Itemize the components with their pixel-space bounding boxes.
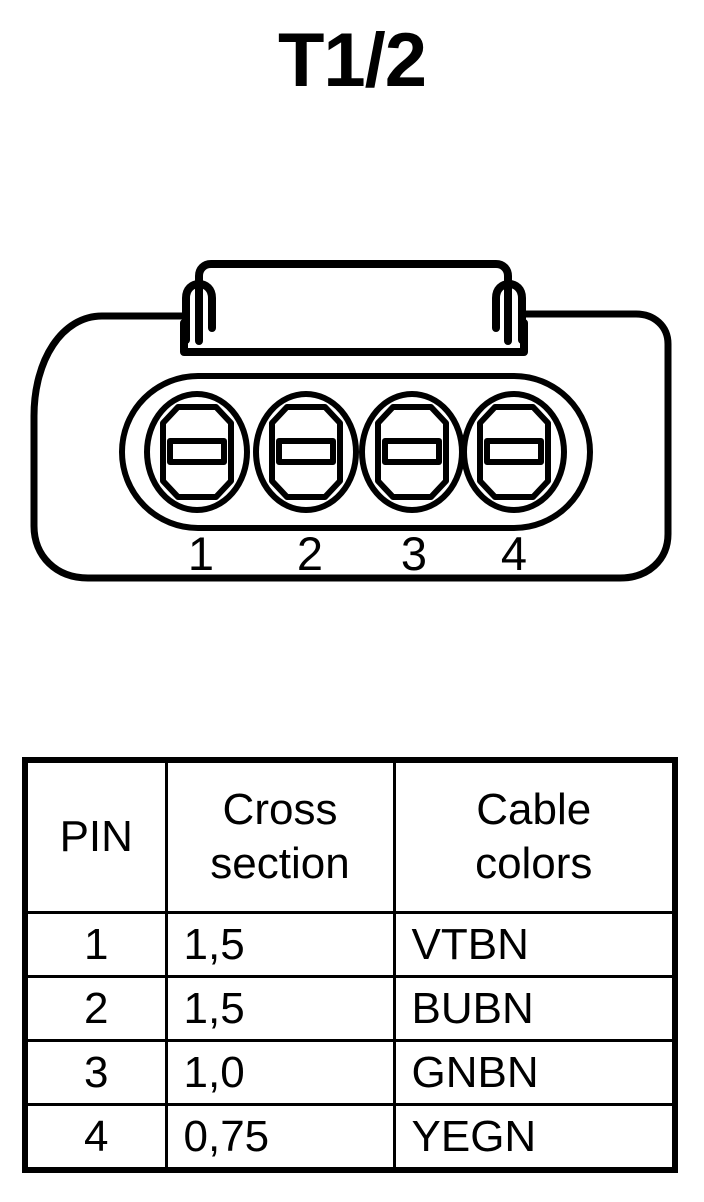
page-title: T1/2 [277, 18, 427, 103]
pin-cavity-4 [461, 391, 567, 513]
pin-label-3: 3 [401, 527, 427, 580]
cell-cable-colors: VTBN [392, 911, 677, 978]
pin-cavity-2-outer-ring [253, 391, 359, 513]
table-row: 3 1,0 GNBN [23, 1039, 677, 1106]
latch-lever [195, 260, 512, 345]
pin-cavity-3-octagon [375, 404, 449, 500]
cell-cross-section: 0,75 [164, 1103, 396, 1172]
column-header-cross-section-line-2: section [210, 839, 350, 888]
connector-svg: 1 2 3 4 [30, 260, 672, 582]
pin-label-1: 1 [188, 527, 214, 580]
pin-cavity-1-outer-ring [144, 391, 250, 513]
pin-cavity-1 [144, 391, 250, 513]
table-header-row: PIN Cross section Cable colors [23, 758, 677, 914]
cell-pin: 4 [23, 1103, 168, 1172]
cell-pin: 3 [23, 1039, 168, 1106]
pin-label-2: 2 [297, 527, 323, 580]
pin-label-4: 4 [501, 527, 527, 580]
cell-pin: 1 [23, 911, 168, 978]
pin-cavity-1-slot [167, 438, 227, 465]
table-row: 1 1,5 VTBN [23, 911, 677, 978]
pin-cavity-4-slot [484, 438, 544, 465]
cell-cable-colors: BUBN [392, 975, 677, 1042]
pin-cavity-4-outer-ring [461, 391, 567, 513]
pin-cavity-2 [253, 391, 359, 513]
pin-cavity-2-slot [276, 438, 336, 465]
pin-cavity-2-octagon [269, 404, 343, 500]
pin-cavity-1-octagon [160, 404, 234, 500]
pin-assignment-table-wrapper: PIN Cross section Cable colors 1 1,5 VTB… [22, 757, 678, 1173]
column-header-cable-colors: Cable colors [392, 758, 677, 914]
column-header-cable-colors-line-2: colors [475, 839, 593, 888]
pin-housing-outline [119, 373, 593, 531]
table-row: 2 1,5 BUBN [23, 975, 677, 1042]
cell-cross-section: 1,0 [164, 1039, 396, 1106]
connector-body-outline [30, 310, 672, 582]
connector-diagram: 1 2 3 4 [0, 248, 704, 593]
column-header-pin-line-1: PIN [59, 812, 133, 861]
cell-cross-section: 1,5 [164, 975, 396, 1042]
cell-pin: 2 [23, 975, 168, 1042]
table-body: 1 1,5 VTBN 2 1,5 BUBN 3 1,0 GNBN 4 0,75 … [23, 911, 677, 1172]
latch-base-bar [180, 319, 528, 356]
cell-cable-colors: YEGN [392, 1103, 677, 1172]
cell-cable-colors: GNBN [392, 1039, 677, 1106]
pin-assignment-table: PIN Cross section Cable colors 1 1,5 VTB… [22, 757, 678, 1173]
latch-hook-right-icon [492, 280, 526, 344]
latch-hook-left-icon [182, 280, 216, 344]
column-header-cable-colors-line-1: Cable [476, 785, 592, 834]
cell-cross-section: 1,5 [164, 911, 396, 978]
table-header: PIN Cross section Cable colors [23, 758, 677, 914]
column-header-cross-section: Cross section [164, 758, 396, 914]
pin-cavity-3 [359, 391, 465, 513]
column-header-pin: PIN [23, 758, 168, 914]
pin-cavity-4-octagon [477, 404, 551, 500]
table-row: 4 0,75 YEGN [23, 1103, 677, 1172]
column-header-cross-section-line-1: Cross [222, 785, 338, 834]
pin-cavity-3-slot [382, 438, 442, 465]
